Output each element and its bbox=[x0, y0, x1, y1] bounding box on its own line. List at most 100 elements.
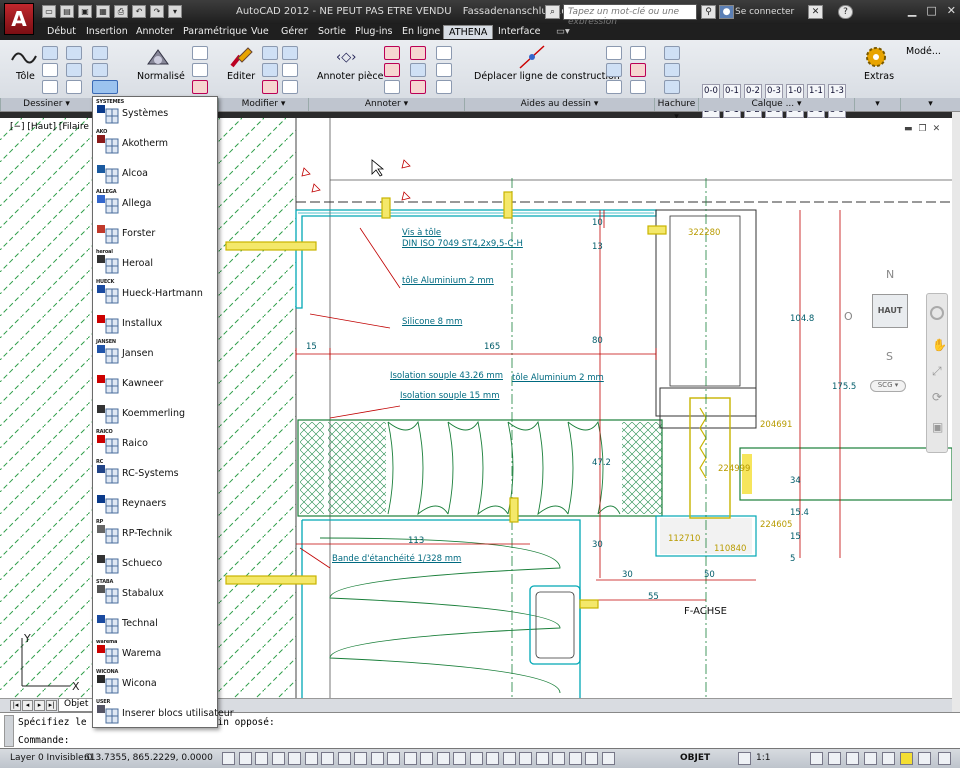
viewcube-south[interactable]: S bbox=[886, 350, 893, 363]
dimension-text[interactable]: 30 bbox=[622, 570, 633, 580]
annoter-piece-label[interactable]: Annoter pièce bbox=[317, 71, 384, 82]
dimension-text[interactable]: 175.5 bbox=[832, 382, 857, 392]
layer-button[interactable]: 1-0 bbox=[786, 84, 804, 99]
dimension-text[interactable]: 104.8 bbox=[790, 314, 815, 324]
vertical-scrollbar[interactable] bbox=[952, 112, 960, 712]
clean-screen-icon[interactable] bbox=[938, 752, 951, 765]
panel-extras[interactable]: ▾ bbox=[854, 98, 900, 111]
hatch-tool-icon[interactable] bbox=[664, 80, 680, 94]
dimension-text[interactable]: 10 bbox=[592, 218, 603, 228]
dropdown-item-reynaers[interactable]: Reynaers bbox=[93, 487, 217, 517]
annotation-visibility-icon[interactable] bbox=[810, 752, 823, 765]
drafting-toggle-icon[interactable] bbox=[370, 752, 384, 765]
workspace-switch-icon[interactable] bbox=[828, 752, 841, 765]
aid-tool-icon[interactable] bbox=[630, 63, 646, 77]
drafting-toggle-icon[interactable] bbox=[337, 752, 351, 765]
annotate-tool-icon[interactable] bbox=[384, 63, 400, 77]
tab-athena[interactable]: ATHENA bbox=[443, 25, 494, 39]
draw-tool-icon[interactable] bbox=[66, 80, 82, 94]
dropdown-item-technal[interactable]: Technal bbox=[93, 607, 217, 637]
dimension-text[interactable]: 113 bbox=[408, 536, 425, 546]
dropdown-item-kawneer[interactable]: Kawneer bbox=[93, 367, 217, 397]
model-space-toggle[interactable]: OBJET bbox=[680, 753, 711, 763]
annotate-tool-icon[interactable] bbox=[436, 80, 452, 94]
binoculars-icon[interactable]: ⌕ bbox=[545, 5, 560, 19]
dimension-text[interactable]: 30 bbox=[592, 540, 603, 550]
tab-annoter[interactable]: Annoter bbox=[136, 26, 174, 37]
orbit-icon[interactable]: ⟳ bbox=[932, 390, 943, 404]
dropdown-item-installux[interactable]: Installux bbox=[93, 307, 217, 337]
status-menu-icon[interactable] bbox=[918, 752, 931, 765]
layer-button[interactable]: 0-2 bbox=[744, 84, 762, 99]
mode-label[interactable]: Modé... bbox=[906, 46, 941, 57]
tab-objet[interactable]: Objet bbox=[58, 699, 95, 712]
edit-brush-icon[interactable] bbox=[226, 44, 254, 70]
dimension-text[interactable]: 55 bbox=[648, 592, 659, 602]
part-number[interactable]: 110840 bbox=[714, 544, 747, 554]
part-number[interactable]: 224999 bbox=[718, 464, 751, 474]
tab-en-ligne[interactable]: En ligne bbox=[402, 26, 441, 37]
standard-parts-icon[interactable] bbox=[144, 44, 172, 70]
tab-debut[interactable]: Début bbox=[47, 26, 76, 37]
sign-in-link[interactable]: Se connecter bbox=[735, 7, 795, 17]
drafting-toggle-icon[interactable] bbox=[354, 752, 367, 765]
dimension-text[interactable]: 15.4 bbox=[790, 508, 809, 518]
annotate-tool-icon[interactable] bbox=[384, 46, 400, 60]
drafting-toggle-icon[interactable] bbox=[568, 752, 582, 765]
save-icon[interactable]: ▣ bbox=[78, 5, 92, 18]
drawing-annotation[interactable]: tôle Aluminium 2 mm bbox=[512, 373, 604, 383]
tab-options-icon[interactable]: ▭▾ bbox=[556, 26, 570, 37]
draw-tool-icon[interactable] bbox=[42, 46, 58, 60]
drafting-toggle-icon[interactable] bbox=[436, 752, 450, 765]
print-icon[interactable]: ⎙ bbox=[114, 5, 128, 18]
drafting-toggle-icon[interactable] bbox=[304, 752, 318, 765]
dropdown-item-alcoa[interactable]: Alcoa bbox=[93, 157, 217, 187]
drawing-annotation[interactable]: DIN ISO 7049 ST4,2x9,5-C-H bbox=[402, 239, 523, 249]
dimension-text[interactable]: 80 bbox=[592, 336, 603, 346]
annotation-scale[interactable]: 1:1 bbox=[756, 753, 771, 763]
normalise-label[interactable]: Normalisé bbox=[137, 71, 185, 82]
close-icon[interactable]: ✕ bbox=[946, 4, 956, 17]
drawing-annotation[interactable]: Isolation souple 15 mm bbox=[400, 391, 500, 401]
modify-tool-icon[interactable] bbox=[262, 80, 278, 94]
panel-hachure[interactable]: Hachure ▾ bbox=[654, 98, 698, 122]
draw-tool-icon[interactable] bbox=[42, 80, 58, 94]
next-tab-icon[interactable]: ▸ bbox=[34, 700, 45, 711]
tab-plugins[interactable]: Plug-ins bbox=[355, 26, 393, 37]
lightbulb-icon[interactable] bbox=[900, 752, 913, 765]
drawing-annotation[interactable]: F-ACHSE bbox=[684, 606, 727, 617]
viewport-controls[interactable]: [−] [Haut] [Filaire 2D] bbox=[10, 122, 108, 132]
last-tab-icon[interactable]: ▸| bbox=[46, 700, 57, 711]
dimension-text[interactable]: 15 bbox=[306, 342, 317, 352]
viewcube-top-face[interactable]: HAUT bbox=[872, 294, 908, 328]
part-number[interactable]: 224605 bbox=[760, 520, 793, 530]
dropdown-item-koemmerling[interactable]: Koemmerling bbox=[93, 397, 217, 427]
isolate-objects-icon[interactable] bbox=[864, 752, 877, 765]
drawing-annotation[interactable]: Silicone 8 mm bbox=[402, 317, 463, 327]
drafting-toggle-icon[interactable] bbox=[535, 752, 549, 765]
drafting-toggle-icon[interactable] bbox=[387, 752, 400, 765]
profile-systems-button[interactable] bbox=[92, 80, 118, 94]
part-number[interactable]: 112710 bbox=[668, 534, 701, 544]
layer-button[interactable]: 1-3 bbox=[828, 84, 846, 99]
search-button-icon[interactable]: ⚲ bbox=[701, 5, 716, 19]
draw-tool-icon[interactable] bbox=[92, 46, 108, 60]
tab-sortie[interactable]: Sortie bbox=[318, 26, 346, 37]
hardware-acceleration-icon[interactable] bbox=[882, 752, 895, 765]
modify-tool-icon[interactable] bbox=[262, 63, 278, 77]
aid-tool-icon[interactable] bbox=[630, 46, 646, 60]
tab-parametrique[interactable]: Paramétrique bbox=[183, 26, 248, 37]
maximize-icon[interactable]: □ bbox=[926, 4, 937, 17]
modify-tool-icon[interactable] bbox=[282, 80, 298, 94]
showmotion-icon[interactable]: ▣ bbox=[932, 420, 944, 434]
drafting-toggle-icon[interactable] bbox=[222, 752, 235, 765]
draw-tool-icon[interactable] bbox=[192, 63, 208, 77]
viewport-restore-icon[interactable]: ❐ bbox=[918, 124, 927, 134]
annotate-tool-icon[interactable] bbox=[410, 46, 426, 60]
